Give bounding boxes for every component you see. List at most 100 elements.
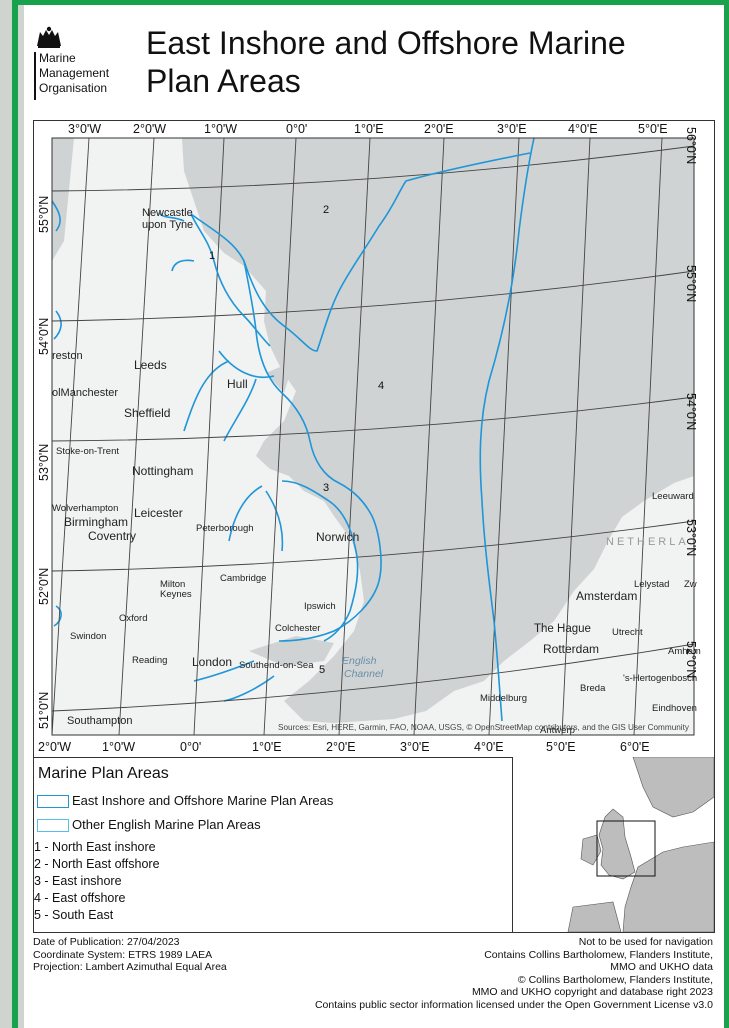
place-breda: Breda <box>580 683 606 694</box>
boundary-ne-inshore-offshore <box>190 152 531 352</box>
meridian-line <box>51 137 90 736</box>
place-rotterdam: Rotterdam <box>543 642 599 656</box>
place-ipswich: Ipswich <box>304 601 336 612</box>
mmo-logo: Marine Management Organisation <box>34 26 134 106</box>
title-line-1: East Inshore and Offshore Marine <box>146 25 626 61</box>
bottom-tick-label: 1°0'W <box>102 740 136 754</box>
left-tick-label: 53°0'N <box>37 443 51 481</box>
continent-coast <box>474 476 694 735</box>
copyright-line-6: Contains public sector information licen… <box>314 998 713 1011</box>
map-frame[interactable]: 1 2 3 4 5 Newcastle upon Tyne Leeds Hull… <box>33 120 715 758</box>
area-number-5: 5 <box>319 664 325 676</box>
meridian-line <box>488 137 520 736</box>
parallel-line <box>51 270 695 322</box>
top-tick-label: 3°0'E <box>497 122 527 136</box>
legend-title: Marine Plan Areas <box>38 765 169 782</box>
place-eindhoven: Eindhoven <box>652 703 697 714</box>
thames-estuary <box>249 636 334 666</box>
locator-map[interactable] <box>512 757 715 933</box>
map-neatline <box>51 137 695 736</box>
royal-crest-icon <box>37 26 61 48</box>
top-tick-label: 2°0'E <box>424 122 454 136</box>
place-southampton: Southampton <box>67 715 132 727</box>
copyright-line-4: © Collins Bartholomew, Flanders Institut… <box>517 973 713 986</box>
page-title: East Inshore and Offshore Marine Plan Ar… <box>146 24 706 100</box>
place-swindon: Swindon <box>70 631 106 642</box>
top-tick-label: 1°0'W <box>204 122 238 136</box>
top-green-border <box>12 0 729 5</box>
place-birmingham: Birmingham <box>64 515 128 529</box>
right-green-border <box>724 0 729 1028</box>
publication-date: Date of Publication: 27/04/2023 <box>33 936 180 948</box>
meridian-line <box>263 137 297 736</box>
top-tick-label: 4°0'E <box>568 122 598 136</box>
legend-area-5: 5 - South East <box>34 908 114 922</box>
place-london: London <box>192 655 232 669</box>
place-newcastle: Newcastle <box>142 207 193 219</box>
top-tick-label: 3°0'W <box>68 122 102 136</box>
locator-iberia <box>567 901 622 932</box>
top-tick-label: 5°0'E <box>638 122 668 136</box>
right-tick-label: 56°0'N <box>684 127 698 165</box>
locator-map-canvas <box>513 757 714 932</box>
place-oxford: Oxford <box>119 613 148 624</box>
place-leicester: Leicester <box>134 506 183 520</box>
place-southend: Southend-on-Sea <box>239 660 314 671</box>
place-sheffield: Sheffield <box>124 406 170 420</box>
place-hull: Hull <box>227 377 248 391</box>
boundary-inshore-coast <box>281 480 359 642</box>
place-english: English <box>342 655 377 667</box>
logo-line-3: Organisation <box>39 81 108 95</box>
logo-divider <box>34 52 36 100</box>
place-nottingham: Nottingham <box>132 464 193 478</box>
right-tick-label: 53°0'N <box>684 519 698 557</box>
left-green-border <box>12 0 18 1028</box>
copyright-info: Not to be used for navigation Contains C… <box>315 936 713 1012</box>
place-colchester: Colchester <box>275 623 320 634</box>
left-tick-label: 51°0'N <box>37 691 51 729</box>
place-milton: Milton <box>160 579 185 590</box>
bottom-tick-label: 4°0'E <box>474 740 504 754</box>
left-tick-label: 55°0'N <box>37 195 51 233</box>
area-numbers: 1 2 3 4 5 <box>209 204 384 676</box>
top-tick-label: 2°0'W <box>133 122 167 136</box>
locator-scandinavia <box>632 757 714 818</box>
map-body <box>52 138 694 735</box>
bottom-tick-label: 3°0'E <box>400 740 430 754</box>
projection: Projection: Lambert Azimuthal Equal Area <box>33 961 227 973</box>
right-tick-label: 52°0'N <box>684 641 698 679</box>
parallel-line <box>51 643 695 712</box>
place-norwich: Norwich <box>316 530 359 544</box>
river-ouse <box>228 485 284 552</box>
legend-area-3: 3 - East inshore <box>34 874 122 888</box>
title-line-2: Plan Areas <box>146 63 301 99</box>
locator-extent-box <box>596 820 656 877</box>
copyright-line-3: MMO and UKHO data <box>610 961 713 974</box>
bottom-tick-label: 2°0'W <box>38 740 72 754</box>
legend-area-1: 1 - North East inshore <box>34 840 156 854</box>
bottom-tick-label: 2°0'E <box>326 740 356 754</box>
place-the-hague: The Hague <box>534 623 591 635</box>
place-arnhem: Amhem <box>668 646 701 657</box>
parallel-line <box>51 520 695 572</box>
humber-estuary <box>266 361 294 393</box>
logo-wordmark: Marine Management Organisation <box>39 51 109 96</box>
legend-label-east-plan-areas: East Inshore and Offshore Marine Plan Ar… <box>72 793 334 808</box>
place-manchester: olManchester <box>52 387 118 399</box>
swatch-other-plan-areas <box>37 819 69 832</box>
swatch-east-plan-areas <box>37 795 69 808</box>
top-tick-label: 0°0' <box>286 122 308 136</box>
rivers <box>51 200 284 702</box>
boundary-east-offshore <box>479 137 535 722</box>
legend-area-4: 4 - East offshore <box>34 891 126 905</box>
locator-continent <box>622 841 714 932</box>
place-middelburg: Middelburg <box>480 693 527 704</box>
river-tyne <box>158 212 195 272</box>
place-labels: Newcastle upon Tyne Leeds Hull Sheffield… <box>52 207 701 736</box>
copyright-line-2: Contains Collins Bartholomew, Flanders I… <box>484 948 713 961</box>
place-upon-tyne: upon Tyne <box>142 219 193 231</box>
map-canvas[interactable]: 1 2 3 4 5 Newcastle upon Tyne Leeds Hull… <box>34 121 714 757</box>
place-lelystad: Lelystad <box>634 579 669 590</box>
place-utrecht: Utrecht <box>612 627 643 638</box>
place-cambridge: Cambridge <box>220 573 266 584</box>
